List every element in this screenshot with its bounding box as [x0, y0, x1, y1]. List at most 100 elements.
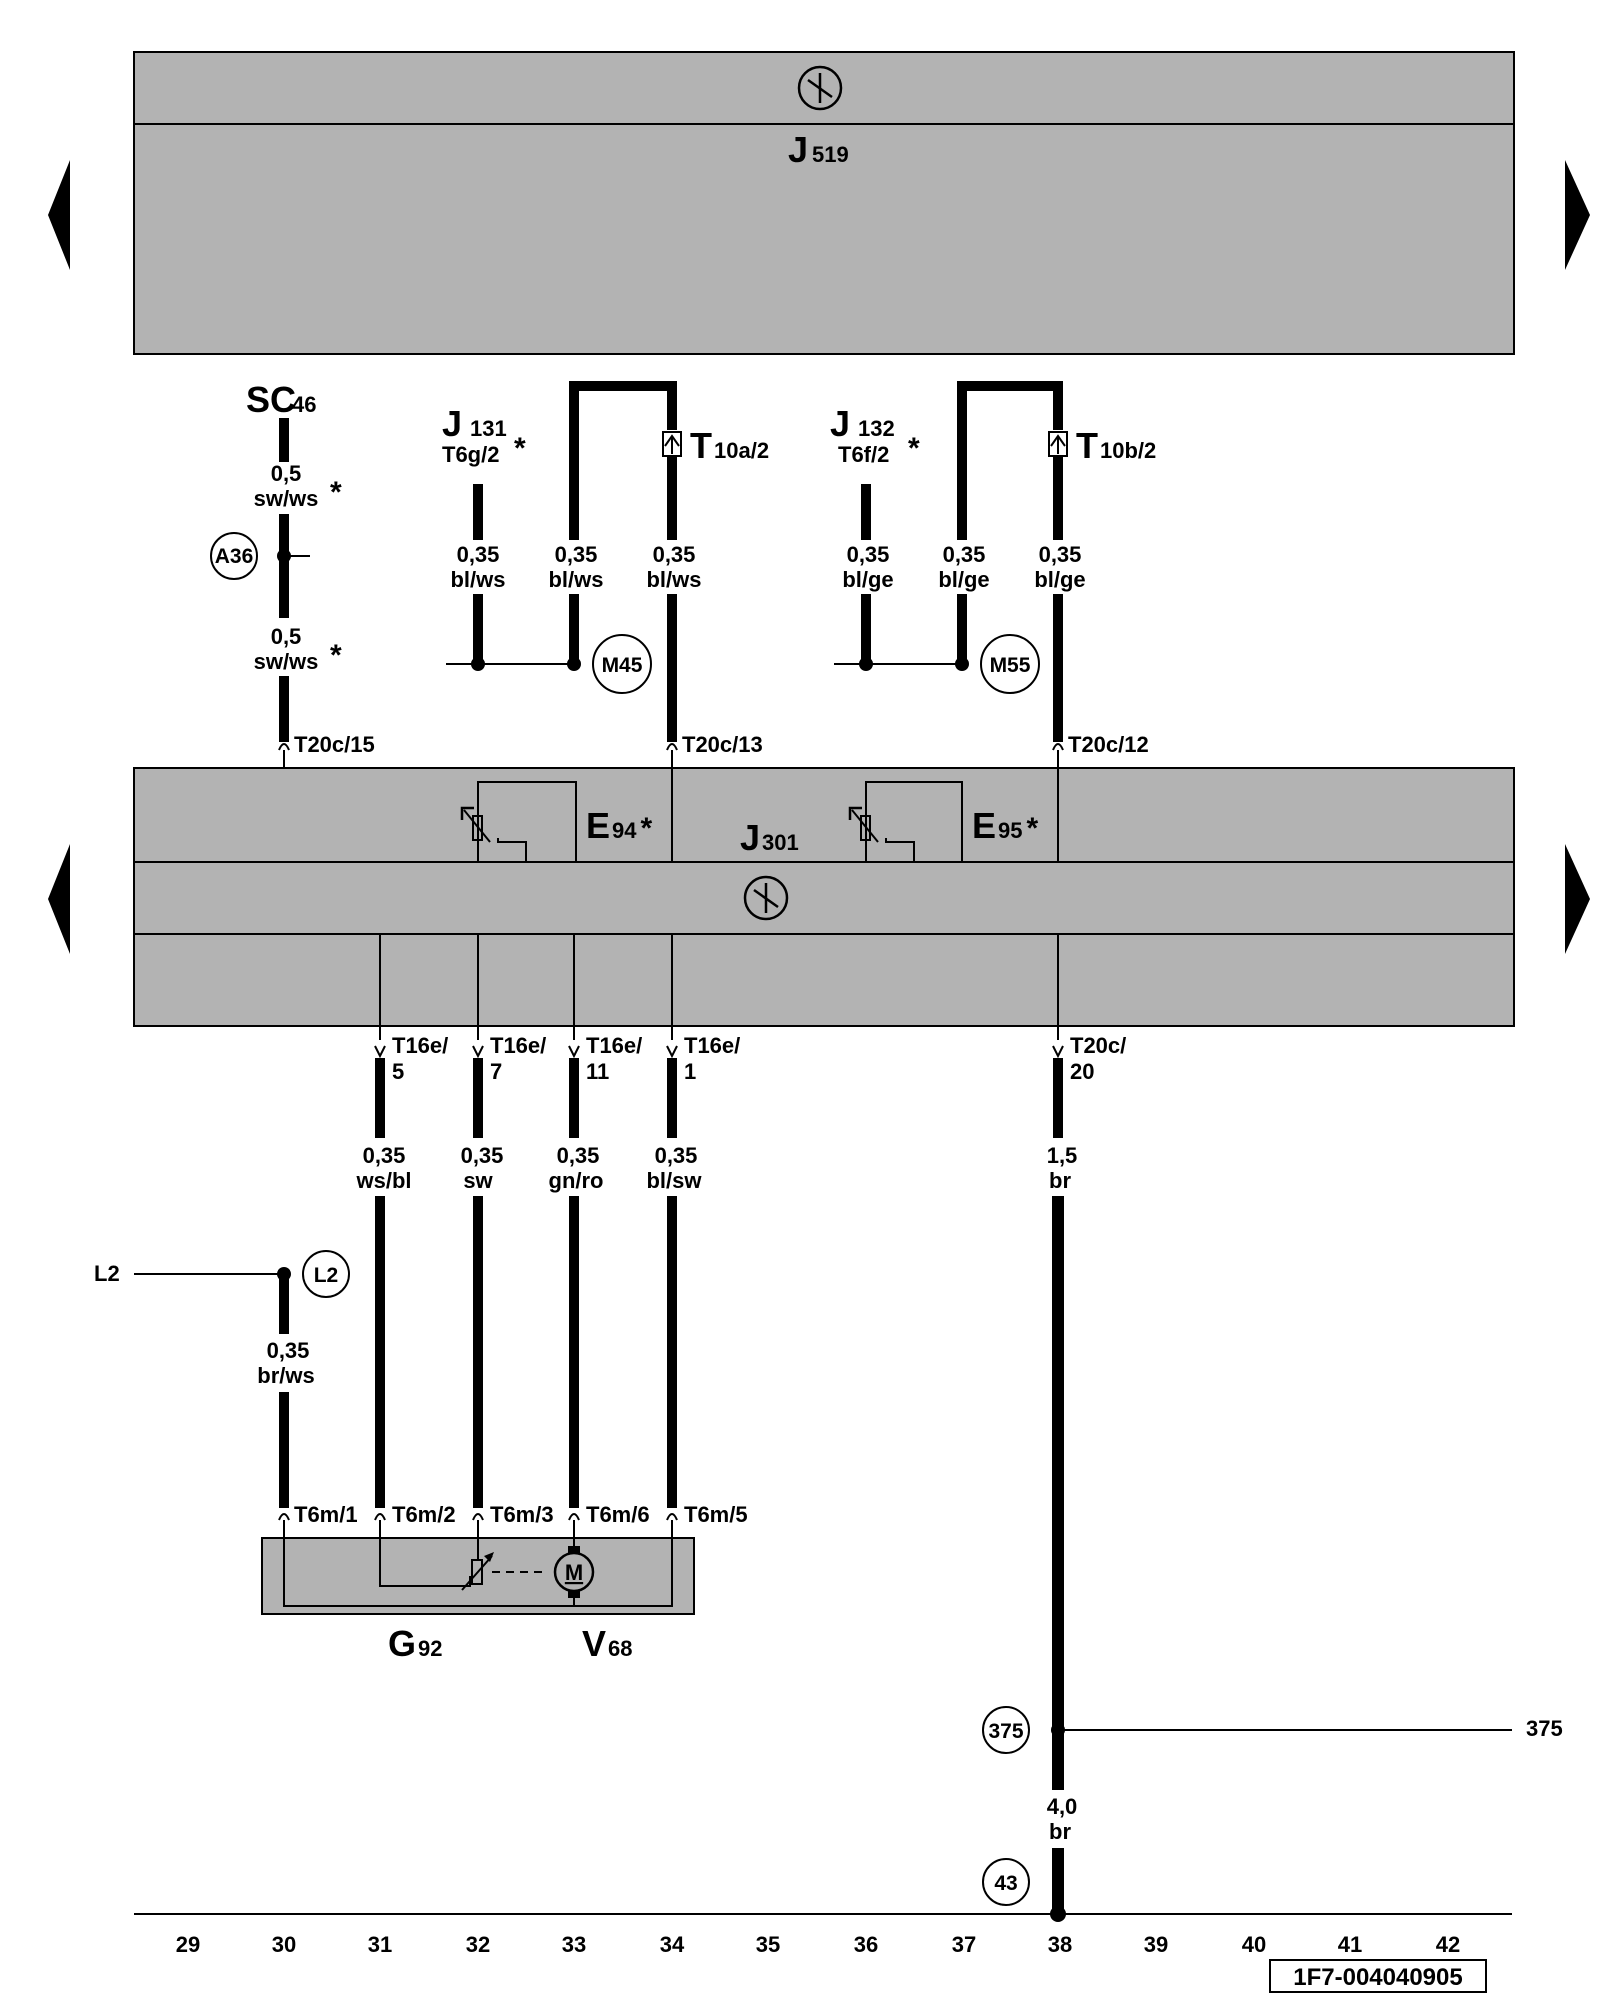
- wire-size-c38-top: 0,35: [1039, 542, 1082, 567]
- pin-t6m6: T6m/6: [586, 1502, 650, 1527]
- junction-c33: [567, 657, 581, 671]
- potentiometer-e95-icon: [848, 781, 963, 862]
- column-number: 30: [272, 1932, 296, 1957]
- column-number: 36: [854, 1932, 878, 1957]
- wire-loop-m55: [957, 381, 1063, 540]
- pin-t20c12: T20c/12: [1068, 732, 1149, 757]
- connector-t20c15: [278, 743, 290, 751]
- junction-a36: [277, 549, 291, 563]
- pin-t6m5: T6m/5: [684, 1502, 748, 1527]
- pin-t16e11-b: 11: [586, 1059, 609, 1084]
- pin-t6m1: T6m/1: [294, 1502, 358, 1527]
- wire-color-c32-bot: sw: [463, 1168, 493, 1193]
- next-page-arrow-top[interactable]: [1565, 160, 1590, 270]
- label-t10a: T10a/2: [690, 425, 769, 466]
- wire-color-c34-bot: bl/sw: [646, 1168, 702, 1193]
- potentiometer-g92-icon: [461, 1552, 494, 1591]
- column-numbers: 29 30 31 32 33 34 35 36 37 38 39 40 41 4…: [176, 1932, 1460, 1957]
- panel-j519: [133, 51, 1515, 355]
- wire-color-sc-b: sw/ws: [254, 649, 319, 674]
- wire-size-c34-top: 0,35: [653, 542, 696, 567]
- pin-t6m2: T6m/2: [392, 1502, 456, 1527]
- column-number: 42: [1436, 1932, 1460, 1957]
- pin-t16e1-b: 1: [684, 1059, 696, 1084]
- pin-t16e7-a: T16e/: [490, 1033, 546, 1058]
- node-43: [982, 1858, 1030, 1906]
- node-m55-label: M55: [990, 654, 1031, 677]
- star-j131: *: [514, 432, 526, 465]
- wire-color-c30-bot: br/ws: [257, 1363, 314, 1388]
- pin-t16e5-a: T16e/: [392, 1033, 448, 1058]
- column-number: 33: [562, 1932, 586, 1957]
- wire-color-c38-bot: br: [1049, 1168, 1071, 1193]
- column-number: 40: [1242, 1932, 1266, 1957]
- label-g92: G92: [388, 1623, 443, 1664]
- node-a36: [210, 532, 258, 580]
- node-l2: [302, 1250, 350, 1298]
- node-43-label: 43: [994, 1872, 1017, 1895]
- diagram-code: 1F7-004040905: [1293, 1964, 1462, 1991]
- junction-375: [1051, 1723, 1065, 1737]
- prev-page-arrow-top[interactable]: [48, 160, 70, 270]
- label-j301: J301: [740, 817, 799, 858]
- ground-symbol-icon: [743, 875, 789, 921]
- column-number: 32: [466, 1932, 490, 1957]
- pin-t16e7-b: 7: [490, 1059, 502, 1084]
- column-number: 39: [1144, 1932, 1168, 1957]
- panel-j301: [133, 767, 1515, 1027]
- column-number: 35: [756, 1932, 780, 1957]
- pin-t16e1-a: T16e/: [684, 1033, 740, 1058]
- node-m45: [592, 634, 652, 694]
- pin-j131: T6g/2: [442, 442, 499, 467]
- node-a36-label: A36: [215, 545, 254, 568]
- connector-t6m-arcs: [278, 1513, 678, 1521]
- wire-size-c33-top: 0,35: [555, 542, 598, 567]
- wire-size-sc-b: 0,5: [271, 624, 302, 649]
- pin-j132: T6f/2: [838, 442, 889, 467]
- pin-t20c15: T20c/15: [294, 732, 375, 757]
- wire-size-c32-top: 0,35: [457, 542, 500, 567]
- node-m55: [980, 634, 1040, 694]
- node-375-label: 375: [988, 1720, 1023, 1743]
- wire-loop-m45: [569, 381, 677, 540]
- wire-color-c38-ground: br: [1049, 1819, 1071, 1844]
- node-375: [982, 1706, 1030, 1754]
- wire-color-c37-top: bl/ge: [938, 567, 989, 592]
- wire-size-c38-ground: 4,0: [1047, 1794, 1078, 1819]
- junction-c36: [859, 657, 873, 671]
- column-number: 29: [176, 1932, 200, 1957]
- connector-t10b-icon: [1048, 431, 1068, 457]
- wire-color-sc-a: sw/ws: [254, 486, 319, 511]
- pin-t20c20-b: 20: [1070, 1059, 1094, 1084]
- diagram-code-box: [1269, 1959, 1487, 1993]
- connector-t10a-icon: [662, 431, 682, 457]
- pin-t16e11-a: T16e/: [586, 1033, 642, 1058]
- ground-symbol-icon: [797, 65, 843, 111]
- wire-size-c34-bot: 0,35: [655, 1143, 698, 1168]
- wire-size-c30-bot: 0,35: [267, 1338, 310, 1363]
- ref-right-375: 375: [1526, 1716, 1563, 1741]
- wire-size-c31-bot: 0,35: [363, 1143, 406, 1168]
- wire-star-sc-b: *: [330, 639, 342, 672]
- wire-color-c31-bot: ws/bl: [355, 1168, 411, 1193]
- star-j132: *: [908, 432, 920, 465]
- column-number: 37: [952, 1932, 976, 1957]
- next-page-arrow-middle[interactable]: [1565, 844, 1590, 954]
- prev-page-arrow-middle[interactable]: [48, 844, 70, 954]
- label-v68: V68: [582, 1623, 633, 1664]
- motor-label: M: [565, 1560, 583, 1585]
- motor-m-icon: [553, 1551, 595, 1593]
- wire-color-c38-top: bl/ge: [1034, 567, 1085, 592]
- label-t10b: T10b/2: [1076, 425, 1156, 466]
- wire-size-c36-top: 0,35: [847, 542, 890, 567]
- column-number: 31: [368, 1932, 392, 1957]
- motor-brush-bottom: [568, 1590, 580, 1598]
- junction-c37: [955, 657, 969, 671]
- label-e94: E94*: [586, 805, 653, 846]
- junction-c32: [471, 657, 485, 671]
- pin-t20c13: T20c/13: [682, 732, 763, 757]
- wire-size-c37-top: 0,35: [943, 542, 986, 567]
